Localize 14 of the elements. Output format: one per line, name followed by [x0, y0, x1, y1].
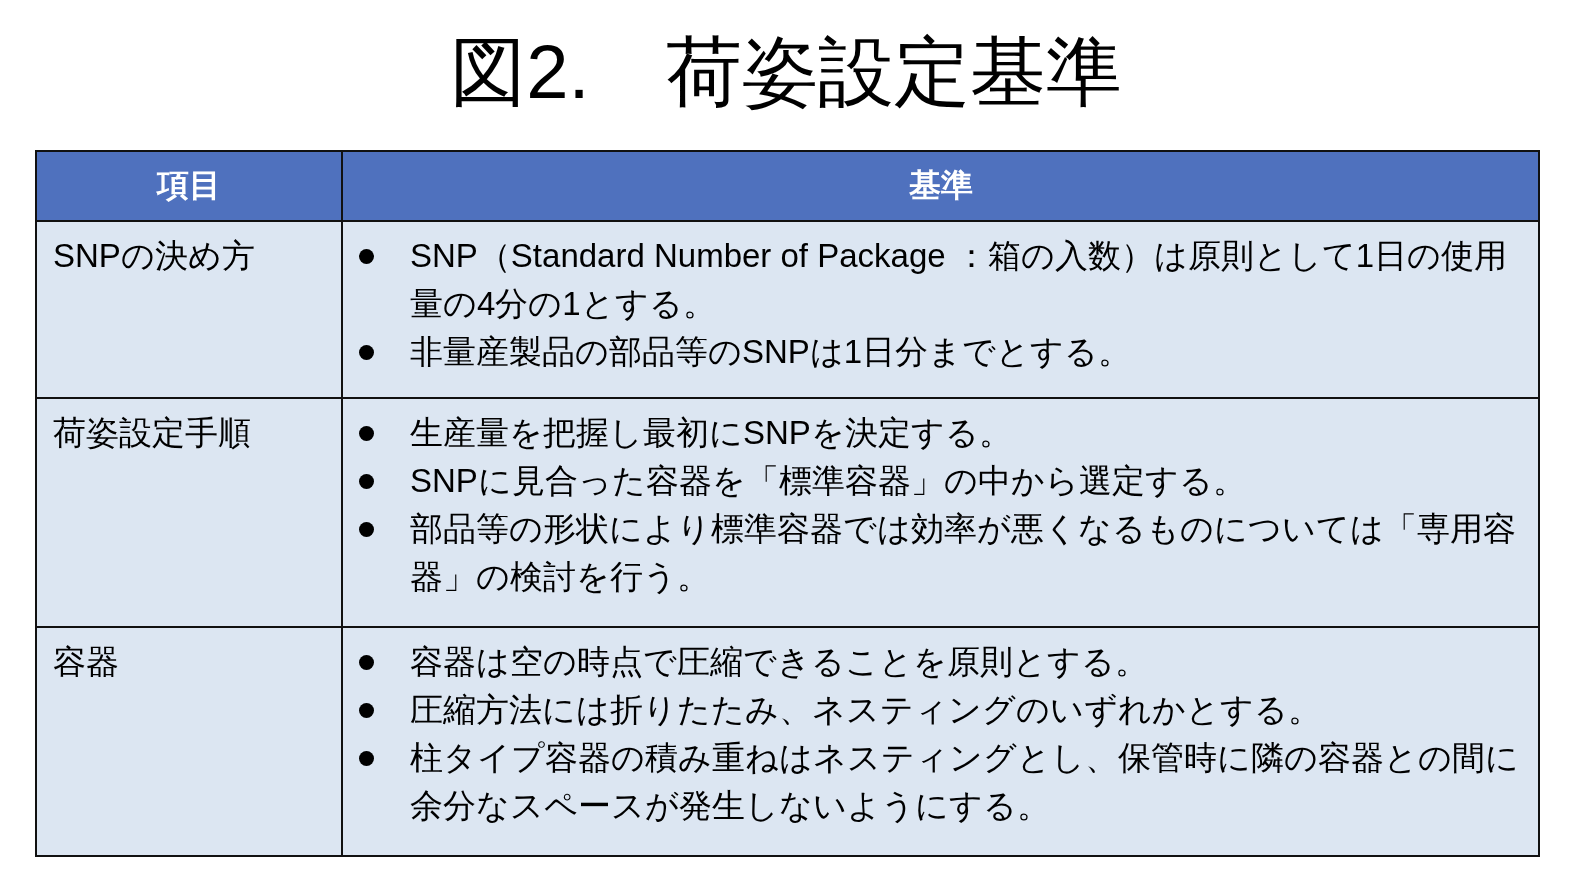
header-cell: 項目 — [37, 152, 343, 222]
title: 図2. 荷姿設定基準 — [449, 28, 1123, 116]
header-cell: 基準 — [343, 152, 1540, 222]
bullet-text: 容器は空の時点で圧縮できることを原則とする。 — [410, 642, 1149, 682]
bullet-text: 柱タイプ容器の積み重ねはネスティングとし、保管時に隣の容器との間に余分なスペースが発生しないようにする。 — [410, 738, 1520, 826]
bullet-text: SNP（Standard Number of Package ：箱の入数）は原則として1日の使用量の4分の1とする。 — [410, 236, 1509, 324]
row-heading: 荷姿設定手順 — [52, 413, 252, 453]
bullet-text: 部品等の形状により標準容器では効率が悪くなるものについては「専用容器」の検討を行う。 — [410, 509, 1517, 597]
row-heading: 容器 — [52, 642, 120, 682]
bullet-text: 生産量を把握し最初にSNPを決定する。 — [410, 413, 1013, 453]
bullet-text: SNPに見合った容器を「標準容器」の中から選定する。 — [410, 461, 1247, 501]
bullet-text: 非量産製品の部品等のSNPは1日分までとする。 — [410, 332, 1133, 372]
bullet-text: 圧縮方法には折りたたみ、ネスティングのいずれかとする。 — [410, 690, 1322, 730]
row-heading: SNPの決め方 — [52, 236, 256, 276]
